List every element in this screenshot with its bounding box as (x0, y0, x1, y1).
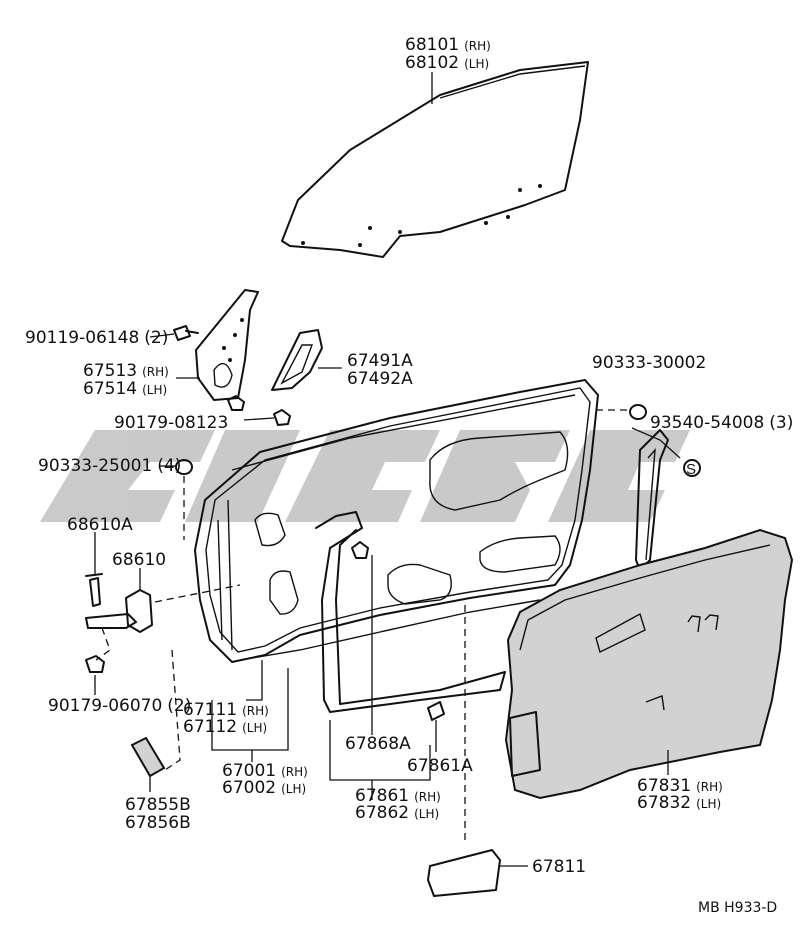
trim-handle-recess (595, 612, 646, 653)
label-68101: 68101(RH) (405, 35, 491, 55)
label-67868A: 67868A (345, 734, 411, 754)
leader-93540 (631, 427, 681, 459)
screw-67861A-icon (427, 701, 445, 721)
door-panel-opening-1 (429, 431, 569, 511)
door-frame-top (231, 394, 576, 471)
label-67514: 67514(LH) (83, 379, 167, 399)
label-90333-25001: 90333-25001(4) (38, 456, 181, 476)
door-panel-opening-2 (479, 535, 561, 573)
leader-67111 (246, 660, 263, 701)
rear-channel (635, 429, 669, 571)
door-panel-opening-5 (254, 512, 286, 547)
bracket-holes (222, 318, 244, 362)
service-hole-cover (427, 849, 501, 897)
trim-clip-2 (704, 614, 719, 631)
mirror-cover (271, 329, 323, 391)
nut-90179-08123-icon (273, 409, 291, 426)
leader-90179-08123 (243, 417, 275, 421)
trim-inner-edge (519, 544, 771, 651)
plug-90333-30002-icon (629, 404, 647, 420)
label-93540-54008: 93540-54008(3) (650, 413, 793, 433)
label-90179-08123: 90179-08123 (114, 413, 228, 433)
label-68102: 68102(LH) (405, 53, 489, 73)
leader-67001 (211, 668, 289, 751)
label-67492A: 67492A (347, 369, 413, 389)
door-panel-inner-frame (205, 387, 591, 653)
weatherstrip-clip-icon (351, 541, 369, 559)
mirror-base-bracket (195, 289, 259, 401)
door-panel (194, 379, 599, 663)
label-67831: 67831(RH) (637, 776, 723, 796)
door-panel-side-channel (217, 499, 233, 651)
trim-armrest-pull (509, 711, 541, 777)
trim-clip-1 (687, 615, 701, 633)
leader-67861 (329, 720, 431, 781)
hinge-bolt-icon (85, 573, 103, 607)
hinge-arm (85, 613, 137, 629)
label-67861A: 67861A (407, 756, 473, 776)
label-68610: 68610 (112, 550, 166, 570)
label-67832: 67832(LH) (637, 793, 721, 813)
label-90119-06148: 90119-06148(2) (25, 328, 168, 348)
label-67513: 67513(RH) (83, 361, 169, 381)
footer-code: MB H933-D (698, 900, 777, 916)
hinge-nut-icon (85, 655, 105, 673)
door-panel-opening-3 (387, 563, 452, 605)
rear-channel-inner (645, 447, 656, 561)
label-67862: 67862(LH) (355, 803, 439, 823)
door-panel-lower-edge (239, 599, 541, 661)
label-67855B: 67855B (125, 795, 191, 815)
door-glass-edge (439, 65, 586, 99)
label-67491A: 67491A (347, 351, 413, 371)
label-67861: 67861(RH) (355, 786, 441, 806)
label-67112: 67112(LH) (183, 717, 267, 737)
trim-switch-slot (645, 695, 665, 711)
mirror-cover-inner (280, 344, 314, 385)
label-67002: 67002(LH) (222, 778, 306, 798)
bracket-nut-icon (227, 395, 245, 411)
hole-plug-icon (175, 459, 193, 475)
hinge-dash (154, 584, 241, 603)
label-67001: 67001(RH) (222, 761, 308, 781)
door-weatherstrip (315, 511, 506, 713)
label-90179-06070: 90179-06070(2) (48, 696, 191, 716)
label-68610A: 68610A (67, 515, 133, 535)
glass-holes (301, 184, 542, 247)
door-panel-opening-4 (269, 570, 299, 615)
label-67111: 67111(RH) (183, 700, 269, 720)
door-glass (281, 61, 589, 258)
leader-90119 (149, 333, 175, 338)
clip-marker-text: S (686, 461, 696, 478)
bracket-bolt-icon (173, 325, 199, 341)
clip-marker-icon (683, 459, 701, 477)
label-67856B: 67856B (125, 813, 191, 833)
hinge-nut-dash (95, 627, 111, 661)
protector-dash (164, 649, 181, 771)
label-90333-30002: 90333-30002 (592, 353, 706, 373)
mirror-bracket-inner (213, 362, 233, 388)
door-trim-board (504, 528, 794, 800)
door-protector (130, 736, 166, 778)
label-67811: 67811 (532, 857, 586, 877)
